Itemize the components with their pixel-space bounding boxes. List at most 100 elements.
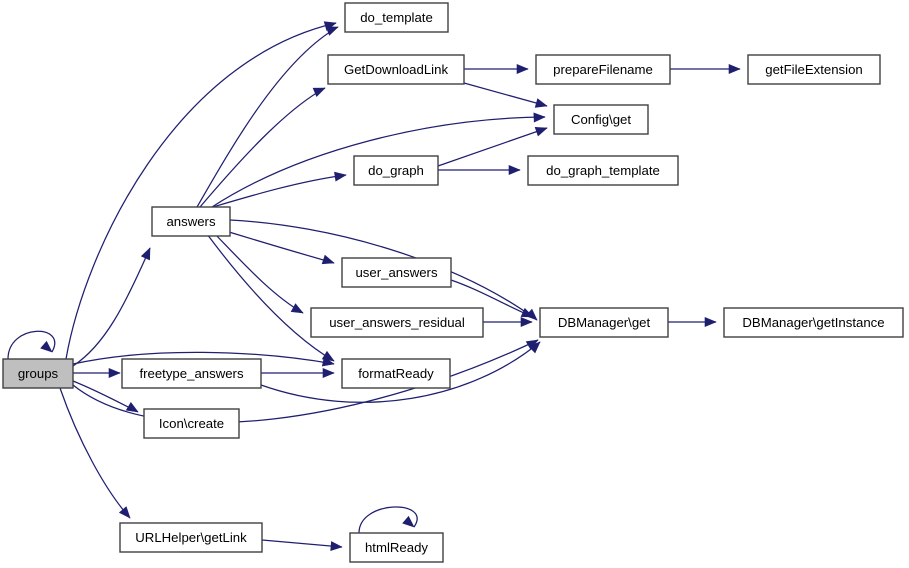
node-do-graph[interactable]: do_graph — [353, 155, 439, 186]
edge-arrowhead-groups-to-icon-create — [125, 401, 139, 413]
edge-path-freetype-answers-to-dbmanager-get — [260, 341, 541, 403]
edge-arrowhead-user-answers-to-dbmanager-get — [520, 307, 534, 318]
edge-answers-to-config-get — [211, 112, 546, 208]
node-box-user-answers[interactable] — [341, 257, 452, 288]
node-box-do-graph[interactable] — [353, 155, 439, 186]
edge-arrowhead-freetype-answers-to-dbmanager-get — [528, 341, 541, 354]
edge-arrowhead-answers-to-user-answers — [321, 254, 335, 265]
edge-arrowhead-user-answers-residual-to-dbmanager-get — [520, 317, 533, 327]
edge-arrowhead-do-graph-to-config-get — [534, 127, 548, 137]
node-urlhelper-getlink[interactable]: URLHelper\getLink — [119, 522, 263, 553]
edge-answers-to-getdownloadlink — [199, 87, 326, 208]
edge-path-groups-to-urlhelper-getlink — [59, 387, 131, 519]
edge-path-answers-to-formatready — [206, 233, 335, 362]
node-box-icon-create[interactable] — [143, 408, 240, 439]
edge-arrowhead-preparefilename-to-getfileextension — [728, 64, 741, 74]
node-do-graph-template[interactable]: do_graph_template — [527, 155, 679, 186]
node-user-answers[interactable]: user_answers — [341, 257, 452, 288]
node-box-dbmanager-getinstance[interactable] — [723, 307, 904, 338]
edge-answers-to-do-graph — [212, 171, 347, 208]
edge-groups-to-urlhelper-getlink — [59, 387, 131, 519]
node-box-do-graph-template[interactable] — [527, 155, 679, 186]
node-box-formatready[interactable] — [341, 358, 451, 389]
edge-path-groups-to-groups — [7, 330, 56, 360]
edge-preparefilename-to-getfileextension — [670, 64, 741, 74]
node-user-answers-residual[interactable]: user_answers_residual — [310, 307, 484, 338]
edge-arrowhead-answers-to-do-template — [325, 26, 339, 36]
node-do-template[interactable]: do_template — [344, 2, 449, 33]
edge-layer — [7, 21, 741, 551]
node-box-config-get[interactable] — [553, 104, 649, 135]
edge-arrowhead-groups-to-urlhelper-getlink — [118, 506, 131, 519]
node-formatready[interactable]: formatReady — [341, 358, 451, 389]
edge-path-answers-to-user-answers — [215, 227, 335, 264]
node-box-user-answers-residual[interactable] — [310, 307, 484, 338]
edge-path-answers-to-config-get — [211, 116, 546, 208]
edge-arrowhead-getdownloadlink-to-config-get — [534, 98, 548, 108]
edge-path-answers-to-user-answers-residual — [212, 231, 304, 314]
edge-arrowhead-freetype-answers-to-formatready — [322, 368, 335, 378]
node-getdownloadlink[interactable]: GetDownloadLink — [327, 54, 465, 85]
edge-path-groups-to-dbmanager-get — [72, 339, 539, 424]
edge-answers-to-user-answers — [215, 227, 335, 265]
node-config-get[interactable]: Config\get — [553, 104, 649, 135]
node-preparefilename[interactable]: prepareFilename — [535, 54, 671, 85]
edge-arrowhead-answers-to-getdownloadlink — [312, 87, 326, 97]
node-box-getdownloadlink[interactable] — [327, 54, 465, 85]
edge-htmlready-to-htmlready — [358, 506, 418, 534]
node-box-groups[interactable] — [2, 358, 74, 389]
node-box-answers[interactable] — [151, 206, 231, 237]
edge-freetype-answers-to-formatready — [261, 368, 335, 378]
node-answers[interactable]: answers — [151, 206, 231, 237]
edge-arrowhead-answers-to-config-get — [533, 112, 546, 123]
node-getfileextension[interactable]: getFileExtension — [747, 54, 881, 85]
edge-path-htmlready-to-htmlready — [358, 506, 418, 534]
edge-path-answers-to-do-graph — [212, 174, 347, 208]
edge-path-answers-to-getdownloadlink — [199, 87, 326, 208]
edge-getdownloadlink-to-config-get — [463, 82, 548, 108]
node-box-getfileextension[interactable] — [747, 54, 881, 85]
edge-path-groups-to-answers — [72, 247, 151, 367]
edge-arrowhead-answers-to-formatready — [321, 350, 335, 362]
edge-arrowhead-groups-to-answers — [140, 247, 151, 261]
edge-user-answers-residual-to-dbmanager-get — [483, 317, 533, 327]
edge-arrowhead-dbmanager-get-to-dbmanager-getinstance — [704, 317, 717, 327]
edge-groups-to-answers — [72, 247, 151, 367]
edge-answers-to-user-answers-residual — [212, 231, 304, 314]
node-box-htmlready[interactable] — [349, 532, 444, 563]
edge-path-answers-to-dbmanager-get — [229, 219, 538, 321]
edge-arrowhead-getdownloadlink-to-preparefilename — [516, 64, 529, 74]
node-box-preparefilename[interactable] — [535, 54, 671, 85]
node-box-urlhelper-getlink[interactable] — [119, 522, 263, 553]
edge-path-do-graph-to-config-get — [437, 127, 548, 167]
edge-path-answers-to-do-template — [196, 26, 339, 208]
node-icon-create[interactable]: Icon\create — [143, 408, 240, 439]
edge-arrowhead-groups-to-groups — [40, 340, 53, 353]
edge-groups-to-freetype-answers — [73, 368, 121, 378]
edge-arrowhead-groups-to-freetype-answers — [108, 368, 121, 378]
edge-dbmanager-get-to-dbmanager-getinstance — [668, 317, 717, 327]
edge-path-groups-to-formatready — [72, 351, 335, 365]
edge-user-answers-to-dbmanager-get — [450, 279, 534, 318]
edge-arrowhead-htmlready-to-htmlready — [402, 515, 415, 528]
edge-groups-to-icon-create — [72, 380, 139, 413]
edge-path-getdownloadlink-to-config-get — [463, 82, 548, 107]
node-box-do-template[interactable] — [344, 2, 449, 33]
node-groups[interactable]: groups — [2, 358, 74, 389]
edge-freetype-answers-to-dbmanager-get — [260, 341, 541, 403]
edge-arrowhead-answers-to-user-answers-residual — [290, 303, 304, 314]
node-htmlready[interactable]: htmlReady — [349, 532, 444, 563]
node-box-dbmanager-get[interactable] — [539, 307, 669, 338]
node-box-freetype-answers[interactable] — [121, 358, 262, 389]
node-freetype-answers[interactable]: freetype_answers — [121, 358, 262, 389]
edge-groups-to-groups — [7, 330, 56, 360]
edge-do-graph-to-config-get — [437, 127, 548, 167]
node-dbmanager-get[interactable]: DBManager\get — [539, 307, 669, 338]
edge-path-groups-to-do-template — [65, 22, 337, 360]
edge-do-graph-to-do-graph-template — [438, 165, 521, 175]
edge-answers-to-do-template — [196, 26, 339, 208]
node-dbmanager-getinstance[interactable]: DBManager\getInstance — [723, 307, 904, 338]
